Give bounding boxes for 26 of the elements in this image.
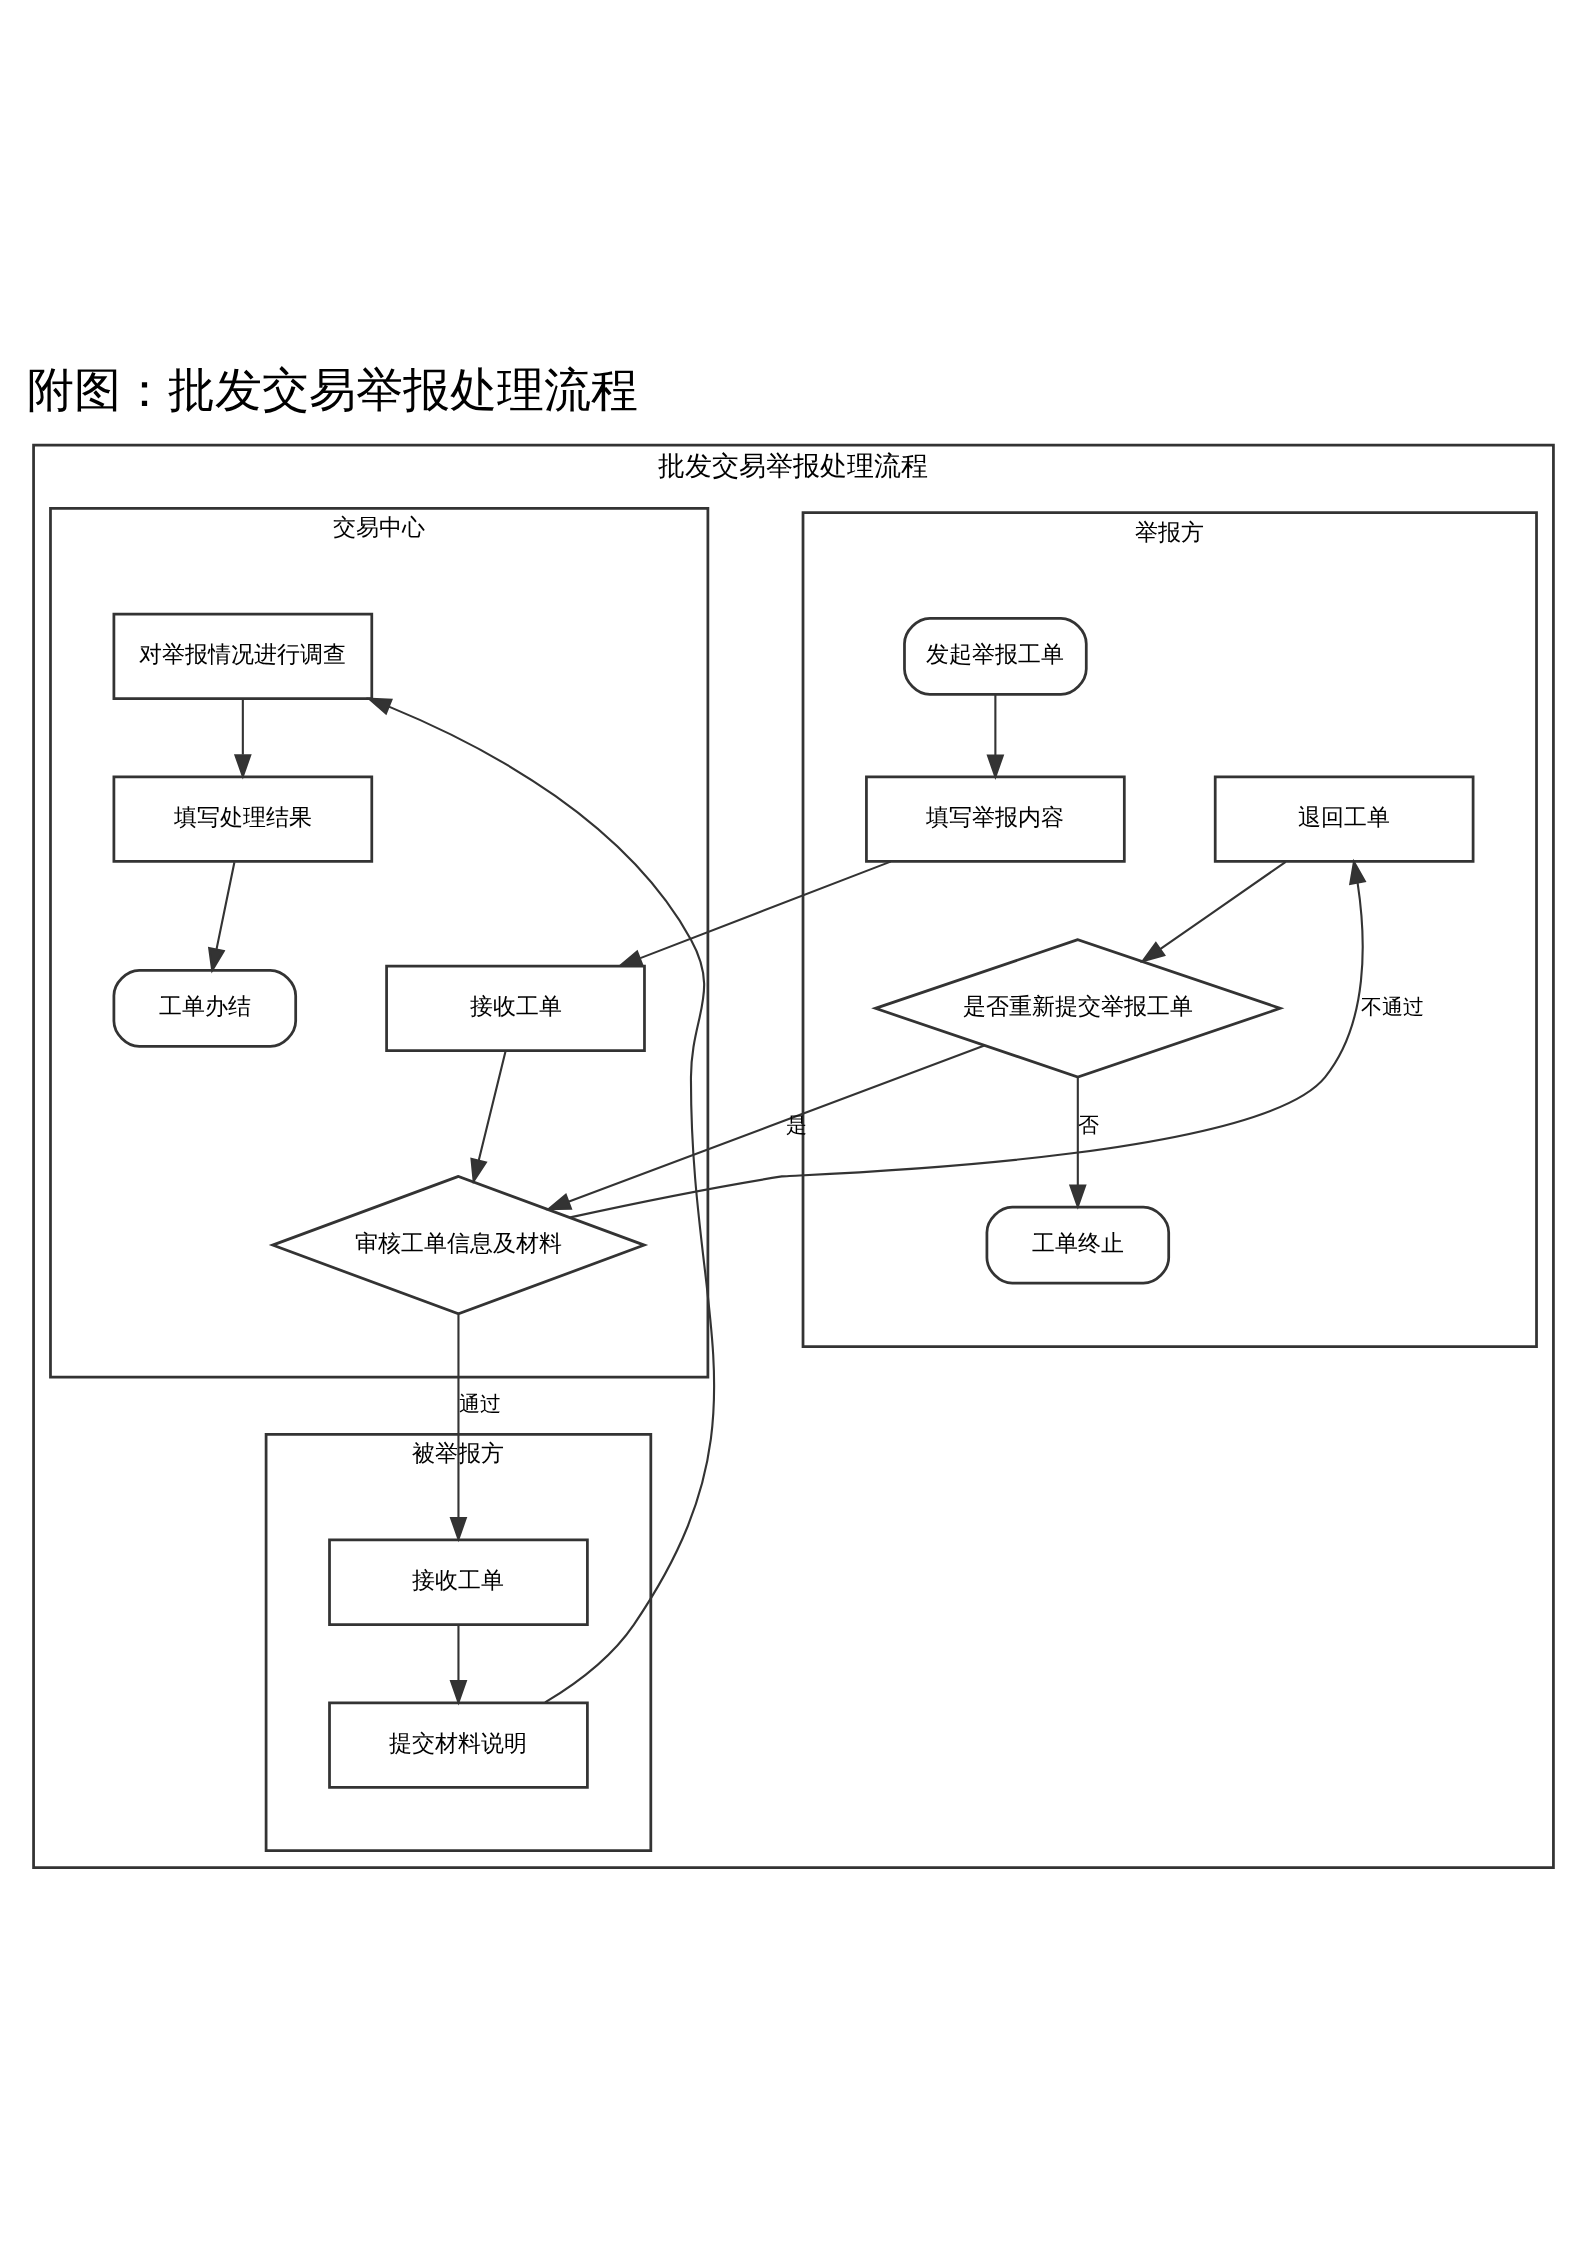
node-box: 退回工单 (1213, 775, 1475, 863)
arrow (470, 1050, 507, 1185)
arrow (545, 1044, 985, 1211)
node-box: 接收工单 (385, 964, 646, 1052)
edge-label: 通过 (458, 1391, 501, 1417)
node-box: 对举报情况进行调查 (112, 612, 374, 701)
node-box: 发起举报工单 (903, 616, 1088, 696)
node-box: 接收工单 (328, 1538, 589, 1626)
arrow (233, 699, 252, 780)
arrow (449, 1625, 468, 1706)
arrow (207, 862, 236, 974)
arrow (986, 694, 1005, 780)
node-box: 工单终止 (985, 1205, 1171, 1285)
arrow (570, 858, 1367, 1219)
node-box: 填写举报内容 (865, 775, 1126, 863)
diagram-title: 附图：批发交易举报处理流程 (27, 363, 639, 418)
node-box: 提交材料说明 (328, 1701, 589, 1789)
arrow (449, 1314, 468, 1543)
edge-label: 不通过 (1361, 993, 1425, 1019)
arrow (617, 860, 892, 968)
node-diamond: 审核工单信息及材料 (268, 1174, 649, 1316)
node-box: 填写处理结果 (112, 775, 374, 863)
arrow (366, 697, 715, 1704)
node-box: 工单办结 (112, 968, 298, 1048)
arrow (1068, 1077, 1087, 1210)
arrow (1140, 861, 1287, 963)
